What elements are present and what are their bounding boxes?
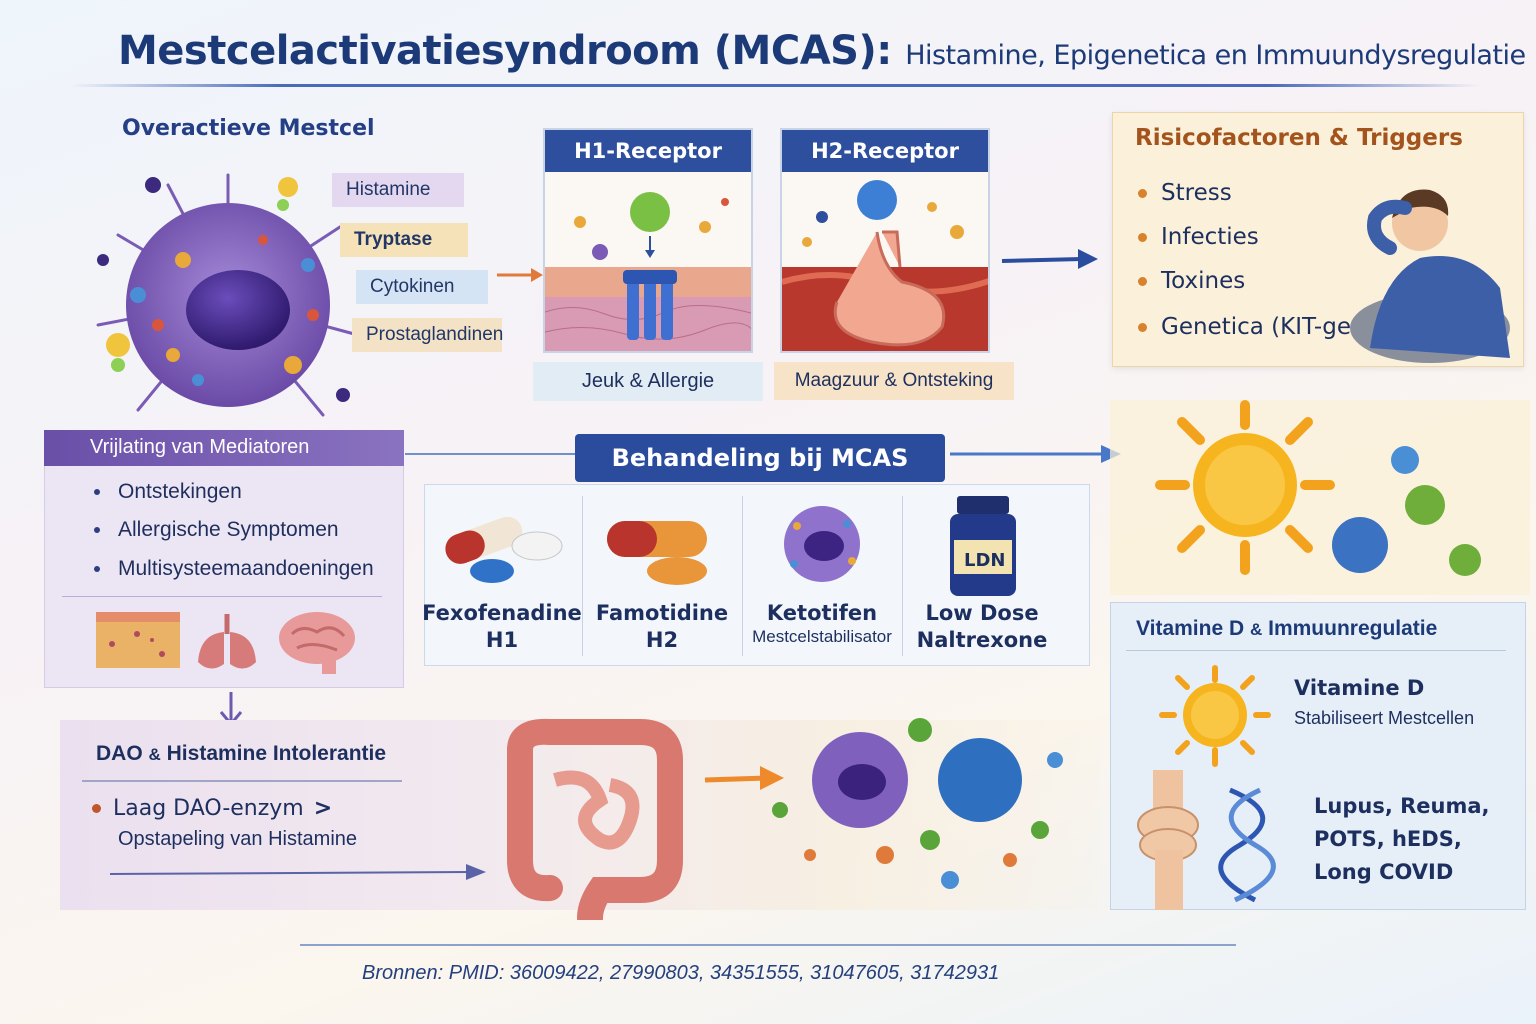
divider xyxy=(582,496,583,656)
h2-receptor-title: H2-Receptor xyxy=(782,130,988,172)
title-main: Mestcelactivatiesyndroom (MCAS): xyxy=(118,28,892,74)
condition-item: Lupus, Reuma, xyxy=(1314,794,1490,818)
treatment-name: Famotidine xyxy=(595,601,729,625)
treatment-item-ketotifen: Ketotifen Mestcelstabilisator xyxy=(742,496,902,656)
dao-title-b: Histamine Intolerantie xyxy=(166,742,387,765)
arrow-right-icon xyxy=(497,268,543,282)
condition-item: POTS, hEDS, xyxy=(1314,827,1462,851)
bullet-icon xyxy=(94,527,100,533)
h2-receptor-caption: Maagzuur & Ontsteking xyxy=(774,362,1014,400)
divider xyxy=(1126,650,1506,651)
medicine-bottle-icon xyxy=(950,496,1016,596)
stressed-person-icon xyxy=(1350,189,1510,363)
mediator-tag-cytokinen: Cytokinen xyxy=(356,270,488,304)
mediator-release-title: Vrijlating van Mediatoren xyxy=(44,430,404,466)
list-item-label: Multisysteemaandoeningen xyxy=(118,557,374,580)
condition-item: Long COVID xyxy=(1314,860,1454,884)
intestine-pathogens-icon xyxy=(507,718,1063,920)
vitamin-d-effect: Stabiliseert Mestcellen xyxy=(1294,708,1475,728)
vitamin-title-amp: & xyxy=(1250,620,1263,639)
conditions-list: Lupus, Reuma, POTS, hEDS, Long COVID xyxy=(1314,790,1490,889)
joint-dna-icon xyxy=(1137,770,1276,910)
bullet-icon xyxy=(94,489,100,495)
footer-divider xyxy=(300,944,1236,946)
sources-footer: Bronnen: PMID: 36009422, 27990803, 34351… xyxy=(362,962,1000,984)
risk-factors-title: Risicofactoren & Triggers xyxy=(1135,125,1463,151)
h1-receptor-title: H1-Receptor xyxy=(545,130,751,172)
pills-icon xyxy=(607,521,707,585)
risk-item-label: Genetica (KIT-gen) xyxy=(1161,314,1375,340)
list-item-label: Ontstekingen xyxy=(118,480,242,503)
stomach-receptor-icon xyxy=(782,172,988,351)
risk-item: Toxines xyxy=(1138,268,1245,294)
arrow-symbol: > xyxy=(313,796,333,821)
mediator-tag-prostaglandinen: Prostaglandinen xyxy=(352,318,503,352)
mediator-tag-histamine: Histamine xyxy=(332,173,464,207)
risk-item-label: Stress xyxy=(1161,180,1232,206)
treatment-item-ldn: LDN Low Dose Naltrexone xyxy=(902,496,1062,656)
sun-icon xyxy=(1159,665,1271,767)
treatment-sub: Mestcelstabilisator xyxy=(752,627,892,646)
treatment-title: Behandeling bij MCAS xyxy=(575,434,945,482)
bullet-icon xyxy=(1138,322,1147,332)
treatment-sub: Naltrexone xyxy=(916,628,1048,652)
title-subtitle: Histamine, Epigenetica en Immuundysregul… xyxy=(905,40,1526,71)
bullet-icon xyxy=(1138,276,1147,286)
divider xyxy=(82,780,402,782)
treatment-name: Fexofenadine xyxy=(422,601,582,625)
organs-icon xyxy=(96,612,355,674)
vitamin-d-label: Vitamine D xyxy=(1294,676,1425,700)
h1-receptor-caption: Jeuk & Allergie xyxy=(533,362,763,401)
arrow-right-icon xyxy=(1001,249,1098,269)
list-item: Multisysteemaandoeningen xyxy=(94,557,374,581)
mast-cell-icon xyxy=(784,506,860,582)
treatment-sub: H1 xyxy=(485,628,519,652)
list-item: Allergische Symptomen xyxy=(94,518,339,542)
risk-item: Stress xyxy=(1138,180,1232,206)
h2-receptor-panel: H2-Receptor xyxy=(780,128,990,353)
treatment-name: Low Dose xyxy=(925,601,1039,625)
bottle-label: LDN xyxy=(964,550,1006,571)
bullet-icon xyxy=(1138,232,1147,242)
mast-cell-title: Overactieve Mestcel xyxy=(122,116,375,141)
bullet-icon xyxy=(94,566,100,572)
risk-item-label: Toxines xyxy=(1161,268,1246,294)
risk-item-label: Infecties xyxy=(1161,224,1259,250)
arrow-right-icon xyxy=(110,864,486,880)
vitamin-d-title: Vitamine D & Immuunregulatie xyxy=(1136,617,1437,641)
dao-line-1: Laag DAO-enzym > xyxy=(92,796,332,821)
dao-line-2: Opstapeling van Histamine xyxy=(118,828,358,850)
divider xyxy=(62,596,382,597)
treatment-item-fexofenadine: Fexofenadine H1 xyxy=(422,496,582,656)
treatment-sub: H2 xyxy=(645,628,679,652)
bullet-icon xyxy=(1138,188,1147,198)
mast-cell-illustration xyxy=(96,173,360,417)
risk-item: Genetica (KIT-gen) xyxy=(1138,314,1375,340)
vitamin-title-b: Immuunregulatie xyxy=(1268,617,1438,640)
dao-title-amp: & xyxy=(148,745,161,764)
skin-receptor-icon xyxy=(545,172,751,351)
h1-receptor-panel: H1-Receptor xyxy=(543,128,753,353)
treatment-name: Ketotifen xyxy=(766,601,878,625)
mediator-tag-tryptase: Tryptase xyxy=(340,223,468,257)
pills-icon xyxy=(445,516,563,583)
divider xyxy=(742,496,743,656)
page-title: Mestcelactivatiesyndroom (MCAS): Histami… xyxy=(118,28,1526,74)
sun-and-pathogens-icon xyxy=(1110,400,1530,595)
bullet-icon xyxy=(92,804,101,813)
risk-item: Infecties xyxy=(1138,224,1259,250)
list-item-label: Allergische Symptomen xyxy=(118,518,339,541)
dao-title: DAO & Histamine Intolerantie xyxy=(96,742,386,766)
dao-line-1-text: Laag DAO-enzym xyxy=(113,796,304,821)
title-divider xyxy=(70,84,1480,87)
vitamin-title-a: Vitamine D xyxy=(1136,617,1245,640)
treatment-item-famotidine: Famotidine H2 xyxy=(582,496,742,656)
divider xyxy=(902,496,903,656)
dao-title-a: DAO xyxy=(96,742,143,765)
list-item: Ontstekingen xyxy=(94,480,242,504)
